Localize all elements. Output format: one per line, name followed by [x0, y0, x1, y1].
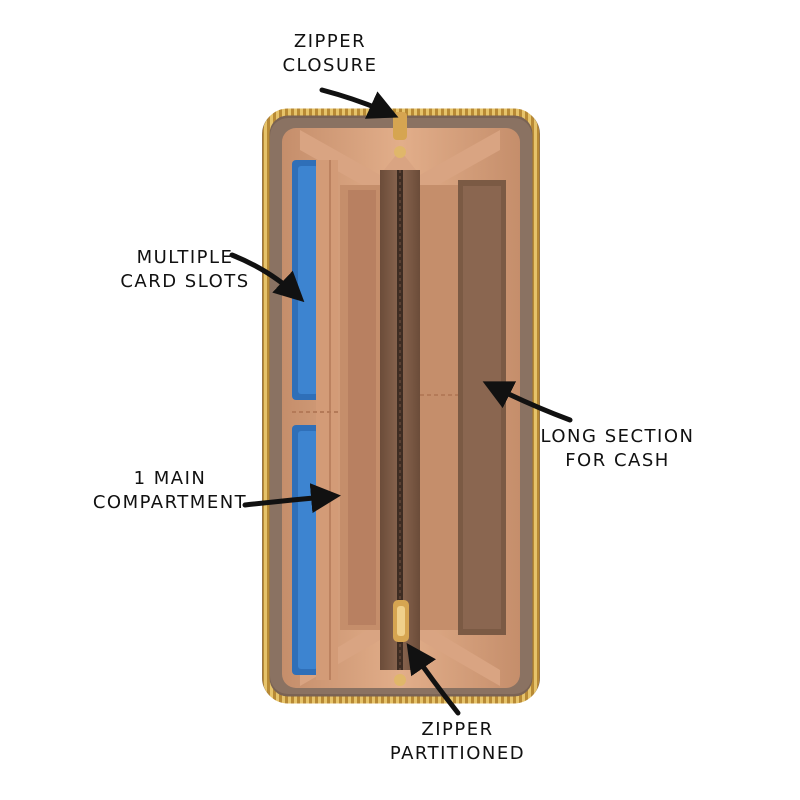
arrow-zipper-closure — [319, 87, 399, 119]
label-long-section-line1: LONG SECTION — [540, 426, 695, 447]
label-zipper-closure-line1: ZIPPER — [293, 31, 367, 52]
label-zipper-partitioned: ZIPPER PARTITIONED — [370, 718, 545, 766]
label-long-section-line2: FOR CASH — [565, 450, 670, 471]
arrow-card-slots — [229, 252, 305, 303]
label-zipper-closure: ZIPPER CLOSURE — [255, 30, 405, 78]
label-card-slots-line1: MULTIPLE — [136, 247, 234, 268]
label-long-section: LONG SECTION FOR CASH — [535, 425, 700, 473]
label-card-slots: MULTIPLE CARD SLOTS — [105, 246, 265, 294]
zipper-partition — [380, 170, 420, 670]
cash-section — [420, 180, 506, 635]
label-main-compartment-line1: 1 MAIN — [133, 468, 207, 489]
label-main-compartment: 1 MAIN COMPARTMENT — [80, 467, 260, 515]
label-card-slots-line2: CARD SLOTS — [120, 271, 250, 292]
label-main-compartment-line2: COMPARTMENT — [92, 492, 248, 513]
label-zipper-partitioned-line2: PARTITIONED — [389, 743, 526, 764]
label-zipper-closure-line2: CLOSURE — [282, 55, 378, 76]
label-zipper-partitioned-line1: ZIPPER — [421, 719, 494, 740]
top-zipper-pull — [393, 112, 407, 158]
arrow-long-section — [482, 381, 573, 423]
bottom-zipper-pull — [393, 600, 409, 686]
main-compartment — [340, 185, 382, 630]
arrow-zipper-partitioned — [406, 643, 461, 716]
arrow-main-compartment — [242, 483, 341, 514]
annotation-arrows — [229, 87, 573, 716]
